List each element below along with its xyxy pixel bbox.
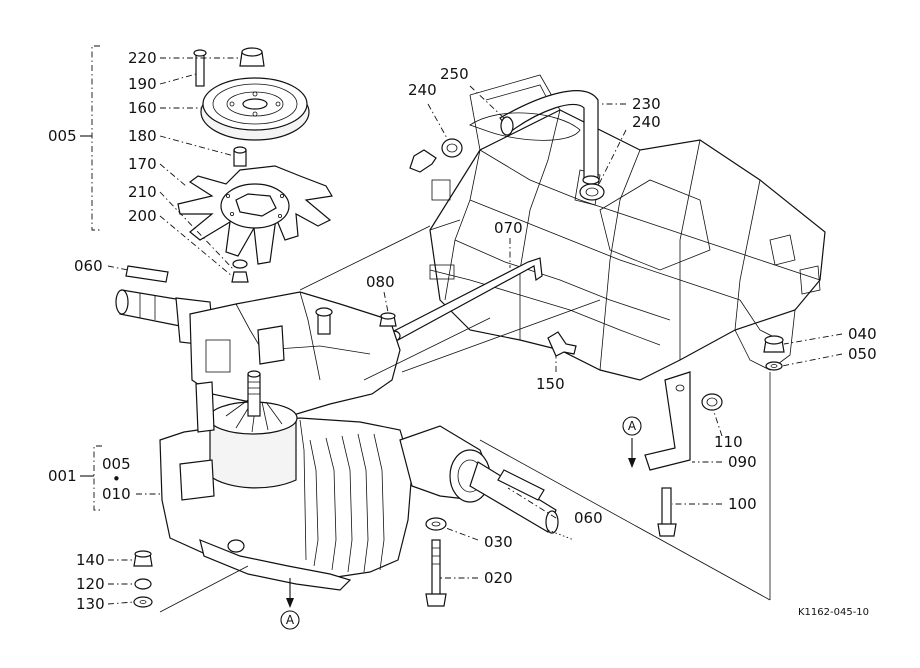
callout-230: 230 — [632, 95, 661, 113]
callout-080: 080 — [366, 273, 395, 291]
collar-180 — [233, 146, 247, 167]
callout-210: 210 — [128, 183, 157, 201]
view-marker-a-bottom: A — [280, 610, 300, 630]
key-060-left — [125, 265, 169, 283]
callout-200: 200 — [128, 207, 157, 225]
callout-030: 030 — [484, 533, 513, 551]
washer-030 — [425, 517, 447, 531]
view-marker-a-bottom-label: A — [286, 613, 295, 627]
callout-110: 110 — [714, 433, 743, 451]
washer-200-210 — [231, 259, 249, 283]
fan-170 — [177, 165, 333, 265]
callout-250: 250 — [440, 65, 469, 83]
callout-240-top: 240 — [408, 81, 437, 99]
bracket-090 — [644, 371, 691, 471]
washer-120 — [134, 578, 152, 590]
callout-190: 190 — [128, 75, 157, 93]
callout-005-mid: 005 — [102, 455, 131, 473]
callout-001: 001 — [48, 467, 77, 485]
callout-010: 010 — [102, 485, 131, 503]
callout-100: 100 — [728, 495, 757, 513]
bolt-100 — [657, 487, 677, 537]
washer-050 — [765, 361, 783, 371]
bracket-005-top — [80, 45, 100, 231]
nut-140 — [133, 550, 153, 567]
callout-140: 140 — [76, 551, 105, 569]
callout-180: 180 — [128, 127, 157, 145]
callout-040: 040 — [848, 325, 877, 343]
callout-050: 050 — [848, 345, 877, 363]
nut-040 — [763, 335, 785, 353]
clamp-240-right — [579, 183, 605, 201]
callout-240-right: 240 — [632, 113, 661, 131]
pulley-160 — [200, 77, 310, 141]
callout-060-right: 060 — [574, 509, 603, 527]
nut-080 — [379, 312, 397, 327]
view-marker-a-right: A — [622, 416, 642, 436]
group-separator: • — [112, 470, 121, 488]
hose-230 — [499, 90, 600, 185]
callout-170: 170 — [128, 155, 157, 173]
callout-160: 160 — [128, 99, 157, 117]
transmission-001 — [115, 289, 559, 591]
leader-lines — [107, 57, 843, 613]
callout-070: 070 — [494, 219, 523, 237]
strap-250 — [469, 112, 581, 141]
frame-chassis — [429, 74, 826, 381]
callout-150: 150 — [536, 375, 565, 393]
nut-110 — [701, 393, 723, 411]
callout-130: 130 — [76, 595, 105, 613]
bolt-150 — [547, 331, 577, 357]
washer-130 — [133, 596, 153, 608]
key-060-right — [497, 469, 545, 501]
callout-120: 120 — [76, 575, 105, 593]
figure-code: K1162-045-10 — [798, 607, 869, 618]
nut-220 — [239, 47, 265, 67]
callout-090: 090 — [728, 453, 757, 471]
bolt-190 — [193, 49, 207, 87]
callout-labels: 220 190 160 005 180 170 210 200 060 250 … — [48, 49, 877, 613]
view-marker-a-right-label: A — [628, 419, 637, 433]
callout-060-left: 060 — [74, 257, 103, 275]
callout-005-top: 005 — [48, 127, 77, 145]
callout-020: 020 — [484, 569, 513, 587]
clamp-240-top — [409, 138, 463, 173]
bracket-001 — [80, 445, 102, 511]
callout-220: 220 — [128, 49, 157, 67]
bolt-020 — [425, 539, 447, 607]
